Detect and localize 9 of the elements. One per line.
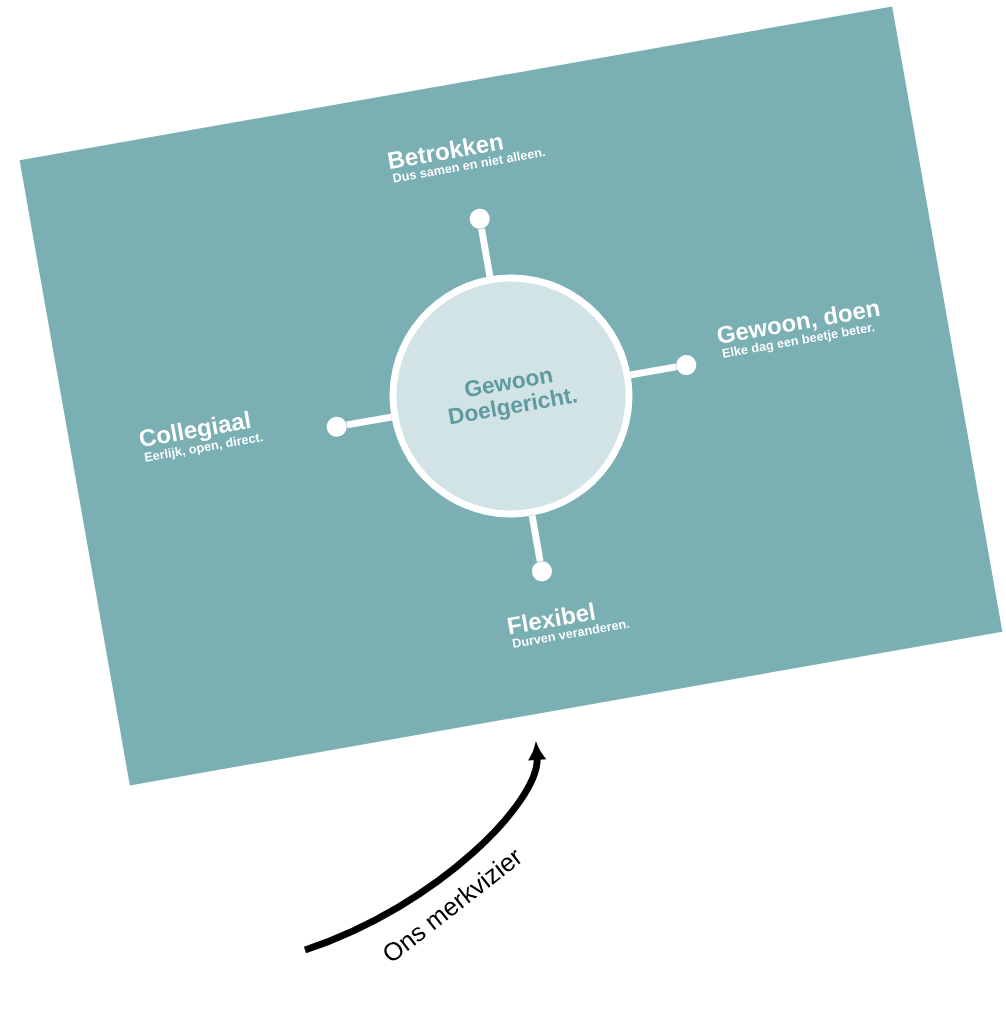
spoke: [478, 228, 494, 277]
dot: [469, 208, 490, 229]
dot: [676, 355, 697, 376]
spoke: [346, 413, 392, 429]
card: [19, 6, 1003, 786]
dot: [326, 416, 347, 437]
spoke: [630, 363, 677, 379]
spoke: [528, 515, 544, 562]
dot: [531, 561, 552, 582]
